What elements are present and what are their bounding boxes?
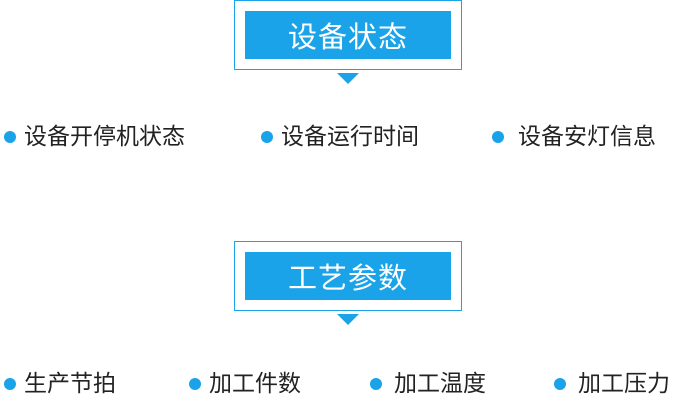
bullet-dot-icon (492, 131, 504, 143)
list-item: 加工件数 (189, 369, 301, 399)
item-label: 设备安灯信息 (518, 124, 656, 150)
process-params-arrow-icon (337, 314, 359, 325)
list-item: 生产节拍 (4, 369, 116, 399)
bullet-dot-icon (554, 378, 566, 390)
process-params-header: 工艺参数 (234, 241, 462, 311)
item-label: 生产节拍 (24, 371, 116, 397)
bullet-dot-icon (189, 378, 201, 390)
list-item: 加工压力 (554, 369, 670, 399)
process-params-title: 工艺参数 (245, 252, 451, 300)
item-label: 加工压力 (578, 371, 670, 397)
device-status-title: 设备状态 (245, 11, 451, 59)
list-item: 设备运行时间 (261, 122, 419, 152)
list-item: 设备开停机状态 (4, 122, 185, 152)
list-item: 设备安灯信息 (492, 122, 656, 152)
bullet-dot-icon (4, 378, 16, 390)
item-label: 加工件数 (209, 371, 301, 397)
item-label: 设备运行时间 (281, 124, 419, 150)
bullet-dot-icon (370, 378, 382, 390)
device-status-header: 设备状态 (234, 0, 462, 70)
device-status-arrow-icon (337, 73, 359, 84)
bullet-dot-icon (4, 131, 16, 143)
item-label: 加工温度 (394, 371, 486, 397)
item-label: 设备开停机状态 (24, 124, 185, 150)
list-item: 加工温度 (370, 369, 486, 399)
bullet-dot-icon (261, 131, 273, 143)
